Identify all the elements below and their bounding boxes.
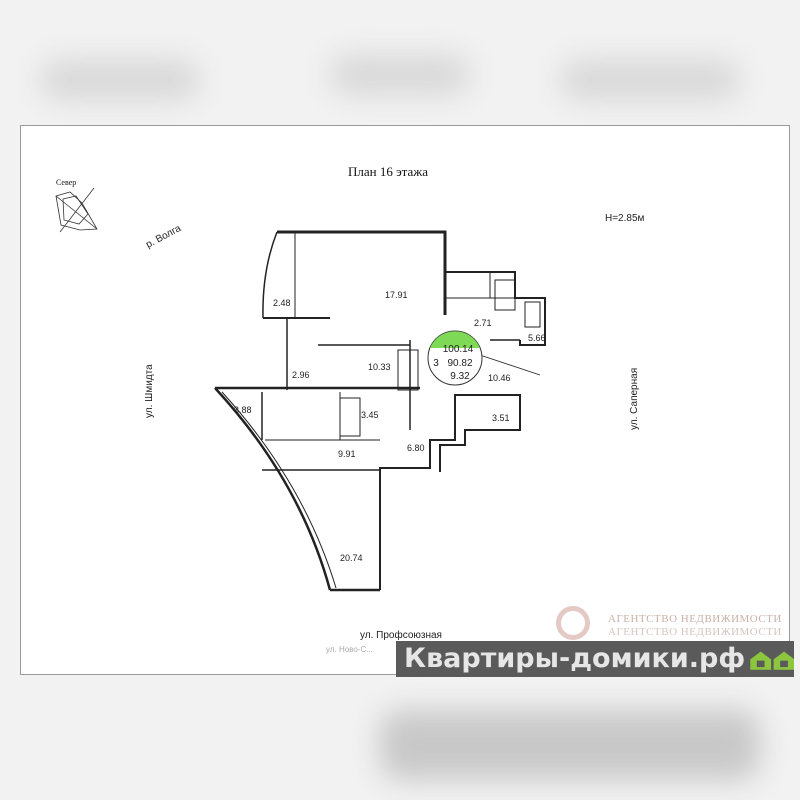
plan-title: План 16 этажа <box>348 164 428 179</box>
blurred-background <box>40 60 200 100</box>
room-area: 20.74 <box>340 553 363 563</box>
total-area: 100.14 <box>443 344 474 355</box>
compass-icon <box>55 187 98 233</box>
room-area: 17.91 <box>385 290 408 300</box>
apartment-badge: 100.14 3 90.82 9.32 <box>427 330 483 386</box>
room-area: 3.88 <box>234 405 252 415</box>
site-name: Квартиры-домики.рф <box>404 643 746 674</box>
street-west-label: ул. Шмидта <box>144 364 155 418</box>
street-east-label: ул. Саперная <box>629 368 640 430</box>
room-area: 3.51 <box>492 413 510 423</box>
river-label: р. Волга <box>144 223 183 251</box>
walls <box>214 230 546 592</box>
room-area: 3.45 <box>361 410 379 420</box>
room-area: 9.91 <box>338 449 356 459</box>
room-area: 2.96 <box>292 370 310 380</box>
compass-label: Север <box>56 178 76 187</box>
floor-plan-sheet <box>20 125 790 675</box>
agency-logo <box>556 606 590 640</box>
street-south-label: ул. Профсоюзная <box>360 629 442 641</box>
houses-icon <box>750 651 794 670</box>
extra-area: 9.32 <box>450 371 470 382</box>
room-area-labels: 17.91 2.48 2.71 5.66 2.96 10.33 10.46 3.… <box>234 290 546 563</box>
street-south2-label: ул. Ново-С... <box>326 645 373 654</box>
room-count: 3 <box>433 358 439 369</box>
room-area: 10.33 <box>368 362 391 372</box>
room-area: 5.66 <box>528 333 546 343</box>
room-area: 2.48 <box>273 298 291 308</box>
room-area: 10.46 <box>488 373 511 383</box>
blurred-background <box>560 60 740 100</box>
blurred-background <box>380 710 760 780</box>
agency-name: АГЕНТСТВО НЕДВИЖИМОСТИ <box>608 613 782 625</box>
blurred-background <box>330 55 470 95</box>
room-area: 6.80 <box>407 443 425 453</box>
living-area: 90.82 <box>447 358 472 369</box>
site-watermark-banner: Квартиры-домики.рф <box>396 641 794 677</box>
agency-name-shadow: АГЕНТСТВО НЕДВИЖИМОСТИ <box>608 626 782 638</box>
room-area: 2.71 <box>474 318 492 328</box>
ceiling-height: H=2.85м <box>605 213 645 224</box>
